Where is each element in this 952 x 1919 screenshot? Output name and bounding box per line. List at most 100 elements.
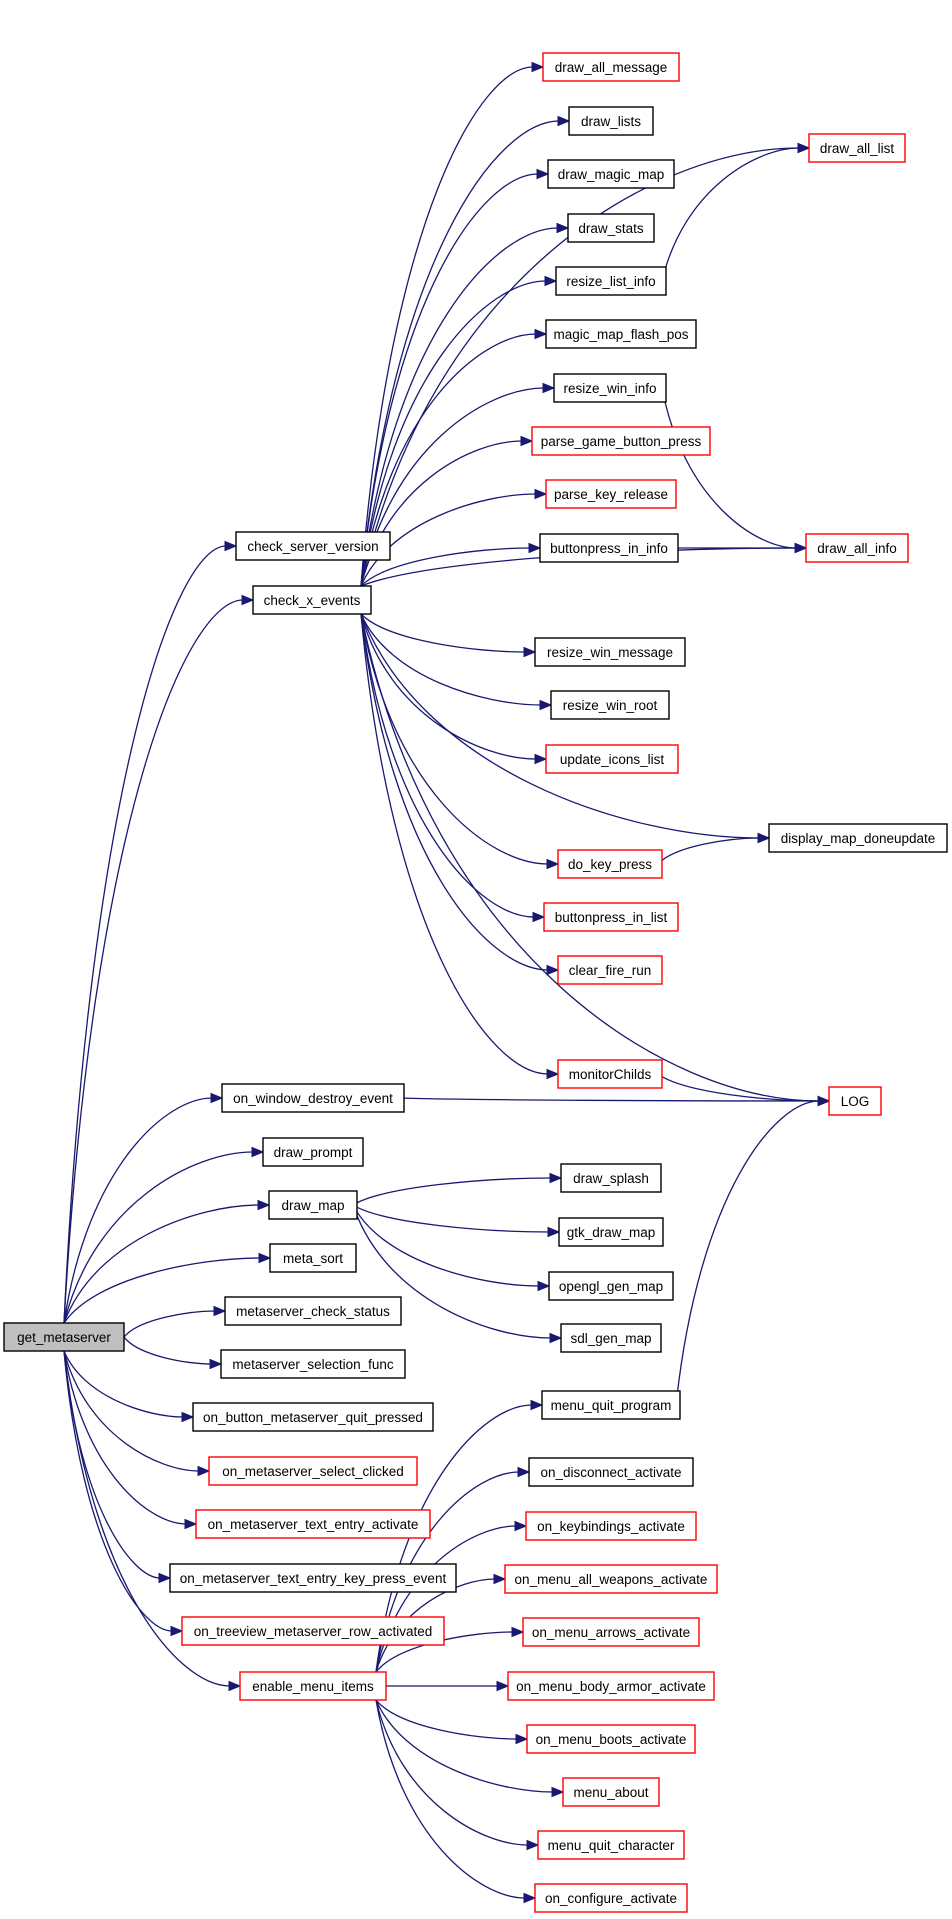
node-draw-map[interactable]: draw_map bbox=[268, 1190, 358, 1220]
node-on-disconnect-activate[interactable]: on_disconnect_activate bbox=[528, 1457, 694, 1487]
edge-draw-map-to-draw-splash bbox=[352, 1172, 563, 1206]
node-draw-all-message[interactable]: draw_all_message bbox=[542, 52, 680, 82]
node-metaserver-check-status[interactable]: metaserver_check_status bbox=[224, 1296, 402, 1326]
node-draw-all-info[interactable]: draw_all_info bbox=[805, 533, 909, 563]
node-menu-about[interactable]: menu_about bbox=[562, 1777, 660, 1807]
node-sdl-gen-map[interactable]: sdl_gen_map bbox=[560, 1323, 662, 1353]
node-get-metaserver[interactable]: get_metaserver bbox=[3, 1322, 125, 1352]
node-parse-key-release[interactable]: parse_key_release bbox=[545, 479, 677, 509]
node-box bbox=[526, 1724, 696, 1754]
node-draw-stats[interactable]: draw_stats bbox=[567, 213, 655, 243]
edge-line bbox=[360, 147, 800, 587]
edge-line bbox=[360, 613, 820, 1102]
node-box bbox=[235, 531, 391, 561]
node-on-menu-all-weapons-activate[interactable]: on_menu_all_weapons_activate bbox=[504, 1564, 718, 1594]
node-resize-win-root[interactable]: resize_win_root bbox=[550, 690, 670, 720]
node-label: gtk_draw_map bbox=[567, 1225, 656, 1240]
node-meta-sort[interactable]: meta_sort bbox=[269, 1243, 357, 1273]
edge-line bbox=[375, 1404, 533, 1673]
node-box bbox=[3, 1322, 125, 1352]
node-log[interactable]: LOG bbox=[828, 1086, 882, 1116]
node-menu-quit-program[interactable]: menu_quit_program bbox=[541, 1390, 681, 1420]
node-draw-lists[interactable]: draw_lists bbox=[568, 106, 654, 136]
node-on-menu-body-armor-activate[interactable]: on_menu_body_armor_activate bbox=[507, 1671, 715, 1701]
node-on-menu-arrows-activate[interactable]: on_menu_arrows_activate bbox=[522, 1617, 700, 1647]
edge-check-x-events-to-draw-all-message bbox=[360, 61, 545, 587]
node-buttonpress-in-info[interactable]: buttonpress_in_info bbox=[539, 533, 679, 563]
node-check-x-events[interactable]: check_x_events bbox=[252, 585, 372, 615]
node-draw-prompt[interactable]: draw_prompt bbox=[262, 1137, 364, 1167]
edge-arrowhead bbox=[546, 858, 560, 870]
node-on-metaserver-text-entry-key-press-event[interactable]: on_metaserver_text_entry_key_press_event bbox=[169, 1563, 457, 1593]
node-on-configure-activate[interactable]: on_configure_activate bbox=[534, 1883, 688, 1913]
edge-line bbox=[63, 545, 227, 1324]
edge-check-x-events-to-draw-stats bbox=[360, 222, 570, 587]
node-gtk-draw-map[interactable]: gtk_draw_map bbox=[558, 1217, 664, 1247]
edge-arrowhead bbox=[557, 115, 571, 127]
node-menu-quit-character[interactable]: menu_quit_character bbox=[537, 1830, 685, 1860]
node-buttonpress-in-list[interactable]: buttonpress_in_list bbox=[543, 902, 679, 932]
edge-check-x-events-to-buttonpress-in-list bbox=[360, 613, 546, 923]
node-on-keybindings-activate[interactable]: on_keybindings_activate bbox=[525, 1511, 697, 1541]
node-label: monitorChilds bbox=[569, 1067, 652, 1082]
node-box bbox=[169, 1563, 457, 1593]
edge-arrowhead bbox=[536, 168, 550, 180]
node-label: buttonpress_in_list bbox=[555, 910, 668, 925]
edge-arrowhead bbox=[158, 1572, 172, 1584]
node-box bbox=[545, 319, 697, 349]
node-draw-all-list[interactable]: draw_all_list bbox=[808, 133, 906, 163]
node-box bbox=[534, 637, 686, 667]
node-box bbox=[534, 1883, 688, 1913]
edge-line bbox=[352, 1177, 552, 1206]
edge-arrowhead bbox=[528, 542, 542, 554]
node-monitorchilds[interactable]: monitorChilds bbox=[557, 1059, 663, 1089]
node-box bbox=[808, 133, 906, 163]
edge-check-x-events-to-clear-fire-run bbox=[360, 613, 560, 976]
node-on-metaserver-text-entry-activate[interactable]: on_metaserver_text_entry_activate bbox=[195, 1509, 431, 1539]
node-resize-win-info[interactable]: resize_win_info bbox=[553, 373, 667, 403]
edge-draw-map-to-opengl-gen-map bbox=[352, 1204, 551, 1292]
node-resize-win-message[interactable]: resize_win_message bbox=[534, 637, 686, 667]
node-box bbox=[239, 1671, 387, 1701]
edge-line bbox=[63, 1151, 254, 1324]
node-check-server-version[interactable]: check_server_version bbox=[235, 531, 391, 561]
node-box bbox=[560, 1163, 662, 1193]
edge-line bbox=[360, 173, 539, 587]
node-label: opengl_gen_map bbox=[559, 1279, 663, 1294]
edge-get-metaserver-to-check-x-events bbox=[63, 594, 255, 1324]
node-on-button-metaserver-quit-pressed[interactable]: on_button_metaserver_quit_pressed bbox=[192, 1402, 434, 1432]
node-box bbox=[181, 1616, 445, 1646]
node-display-map-doneupdate[interactable]: display_map_doneupdate bbox=[768, 823, 948, 853]
node-resize-list-info[interactable]: resize_list_info bbox=[555, 266, 667, 296]
node-enable-menu-items[interactable]: enable_menu_items bbox=[239, 1671, 387, 1701]
edge-line bbox=[360, 547, 531, 587]
node-draw-splash[interactable]: draw_splash bbox=[560, 1163, 662, 1193]
edge-line bbox=[375, 1699, 529, 1846]
node-parse-game-button-press[interactable]: parse_game_button_press bbox=[531, 426, 711, 456]
node-box bbox=[567, 213, 655, 243]
node-update-icons-list[interactable]: update_icons_list bbox=[545, 744, 679, 774]
edge-arrowhead bbox=[534, 328, 548, 340]
node-on-window-destroy-event[interactable]: on_window_destroy_event bbox=[221, 1083, 405, 1113]
edge-get-metaserver-to-on-button-metaserver-quit-pressed bbox=[63, 1350, 195, 1423]
node-draw-magic-map[interactable]: draw_magic_map bbox=[547, 159, 675, 189]
node-do-key-press[interactable]: do_key_press bbox=[557, 849, 663, 879]
node-clear-fire-run[interactable]: clear_fire_run bbox=[557, 955, 663, 985]
node-label: magic_map_flash_pos bbox=[553, 327, 688, 342]
node-on-menu-boots-activate[interactable]: on_menu_boots_activate bbox=[526, 1724, 696, 1754]
node-label: on_menu_arrows_activate bbox=[532, 1625, 690, 1640]
node-magic-map-flash-pos[interactable]: magic_map_flash_pos bbox=[545, 319, 697, 349]
node-label: draw_all_list bbox=[820, 141, 895, 156]
node-label: on_metaserver_text_entry_activate bbox=[208, 1517, 419, 1532]
edge-line bbox=[352, 1204, 552, 1339]
node-label: draw_all_message bbox=[555, 60, 668, 75]
node-box bbox=[768, 823, 948, 853]
node-label: sdl_gen_map bbox=[570, 1331, 651, 1346]
node-on-treeview-metaserver-row-activated[interactable]: on_treeview_metaserver_row_activated bbox=[181, 1616, 445, 1646]
edge-arrowhead bbox=[523, 646, 537, 658]
node-on-metaserver-select-clicked[interactable]: on_metaserver_select_clicked bbox=[208, 1456, 418, 1486]
edge-arrowhead bbox=[241, 594, 255, 606]
node-metaserver-selection-func[interactable]: metaserver_selection_func bbox=[220, 1349, 406, 1379]
node-opengl-gen-map[interactable]: opengl_gen_map bbox=[548, 1271, 674, 1301]
